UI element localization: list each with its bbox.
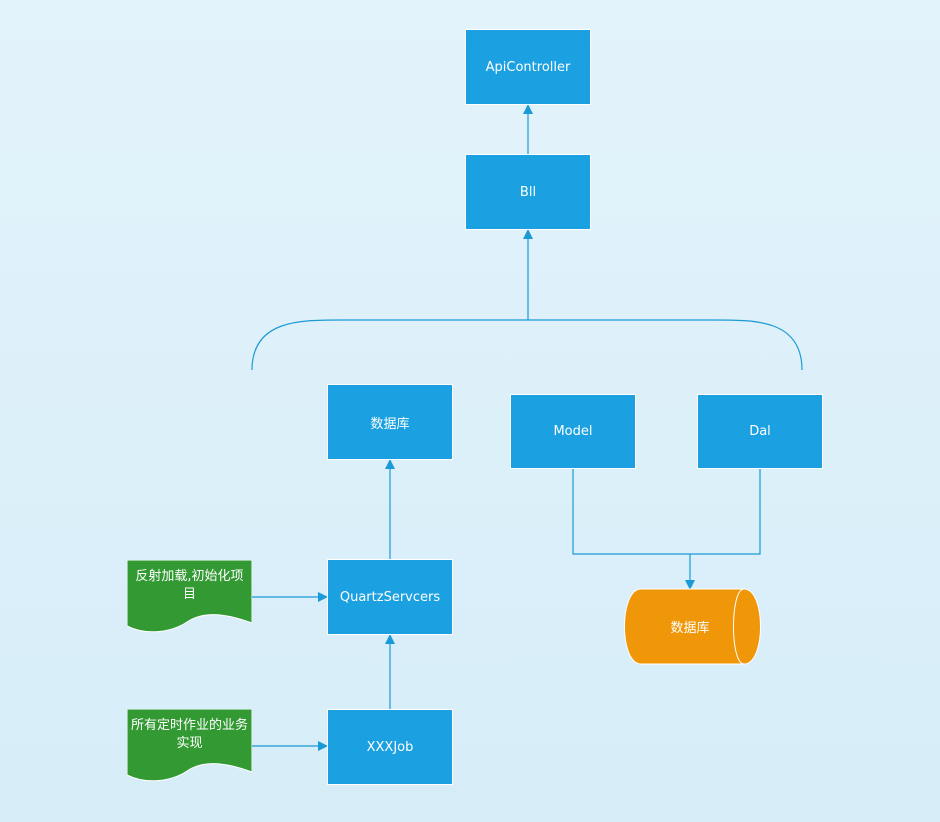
group-brace — [251, 319, 803, 371]
database-top-node: 数据库 — [327, 384, 453, 460]
dal-label: Dal — [749, 424, 771, 439]
reflect-load-note: 反射加载,初始化项目 — [127, 560, 252, 635]
quartz-servcers-label: QuartzServcers — [339, 589, 441, 605]
connector-model-to-database — [572, 469, 690, 555]
xxxjob-label: XXXJob — [366, 739, 414, 755]
xxxjob-node: XXXJob — [327, 709, 453, 785]
jobs-note-text: 所有定时作业的业务实现 — [131, 718, 249, 751]
model-node: Model — [510, 394, 636, 469]
bll-node: Bll — [465, 154, 591, 230]
database-cylinder-label: 数据库 — [670, 621, 710, 636]
bll-label: Bll — [519, 184, 537, 200]
dal-node: Dal — [697, 394, 823, 469]
model-label: Model — [553, 424, 593, 439]
database-top-label: 数据库 — [370, 416, 410, 432]
api-controller-node: ApiController — [465, 29, 591, 105]
api-controller-label: ApiController — [485, 59, 571, 75]
jobs-impl-note: 所有定时作业的业务实现 — [127, 709, 252, 784]
connector-dal-to-database — [690, 469, 761, 555]
database-cylinder-node: 数据库 — [630, 589, 750, 664]
database-cylinder-shape — [624, 588, 761, 665]
quartz-servcers-node: QuartzServcers — [327, 559, 453, 635]
reflect-note-text: 反射加载,初始化项目 — [135, 569, 244, 602]
